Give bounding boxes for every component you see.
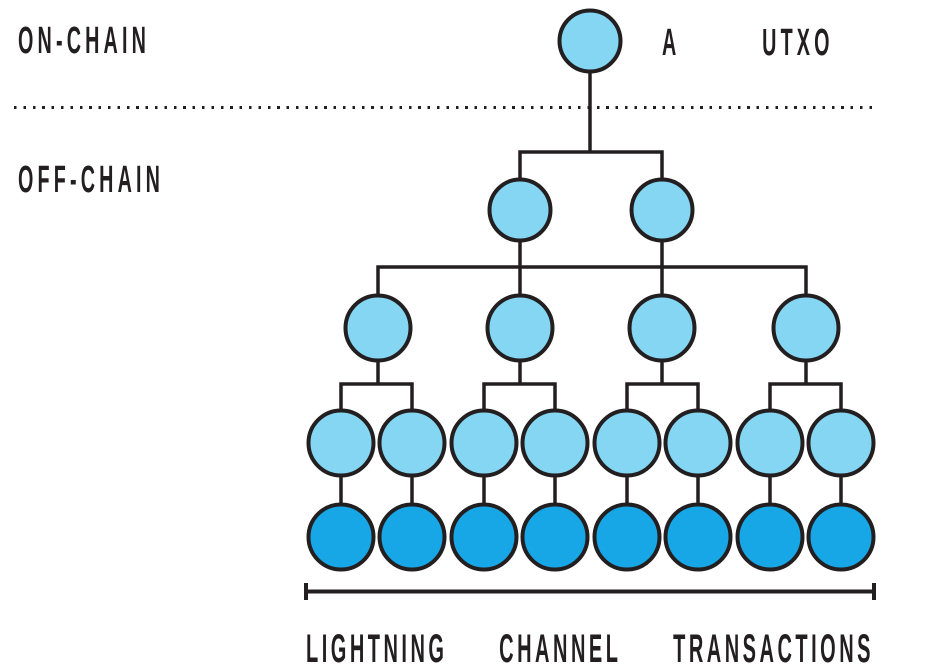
tree-node-l4	[735, 408, 805, 478]
caption-span-bracket	[304, 583, 876, 600]
tree-node-l3	[771, 293, 841, 363]
tree-node-l4	[592, 408, 662, 478]
edge-bracket-level4-1	[339, 361, 414, 411]
caption-word: LIGHTNING	[306, 627, 448, 669]
caption-word: CHANNEL	[499, 627, 622, 669]
tree-node-l4	[449, 408, 519, 478]
tree-node-l3	[485, 293, 555, 363]
channel-transaction-node	[377, 502, 447, 572]
edge-crossbar-level3	[376, 265, 808, 296]
tree-node-l4	[806, 408, 876, 478]
edge-bracket-level4-4	[768, 361, 843, 411]
utxo-root-annotation: A UTXO	[662, 22, 834, 64]
channel-transaction-node	[806, 502, 876, 572]
edge-bracket-level4-3	[625, 361, 700, 411]
edge-bracket-level2	[518, 150, 664, 181]
chain-boundary-dotted-divider	[14, 106, 876, 109]
tree-node-l4	[377, 408, 447, 478]
edge-level5-links	[339, 476, 843, 505]
tree-node-l4	[663, 408, 733, 478]
tree-node-l3	[343, 293, 413, 363]
tree-node-l4	[520, 408, 590, 478]
channel-transaction-node	[592, 502, 662, 572]
channel-transaction-node	[735, 502, 805, 572]
off-chain-zone-label: OFF-CHAIN	[18, 159, 165, 201]
tree-node-l2	[629, 177, 695, 243]
caption-word: TRANSACTIONS	[673, 627, 874, 669]
edge-level2-drops	[518, 241, 664, 296]
bottom-caption: LIGHTNING CHANNEL TRANSACTIONS	[306, 629, 874, 669]
on-chain-zone-label: ON-CHAIN	[18, 20, 151, 62]
channel-transaction-node	[449, 502, 519, 572]
channel-transaction-node	[306, 502, 376, 572]
channel-transaction-node	[520, 502, 590, 572]
tree-node-l4	[306, 408, 376, 478]
tree-node-l3	[627, 293, 697, 363]
edge-bracket-level4-2	[482, 361, 557, 411]
utxo-root-node	[557, 8, 623, 74]
tree-node-l2	[487, 177, 553, 243]
channel-transaction-node	[663, 502, 733, 572]
